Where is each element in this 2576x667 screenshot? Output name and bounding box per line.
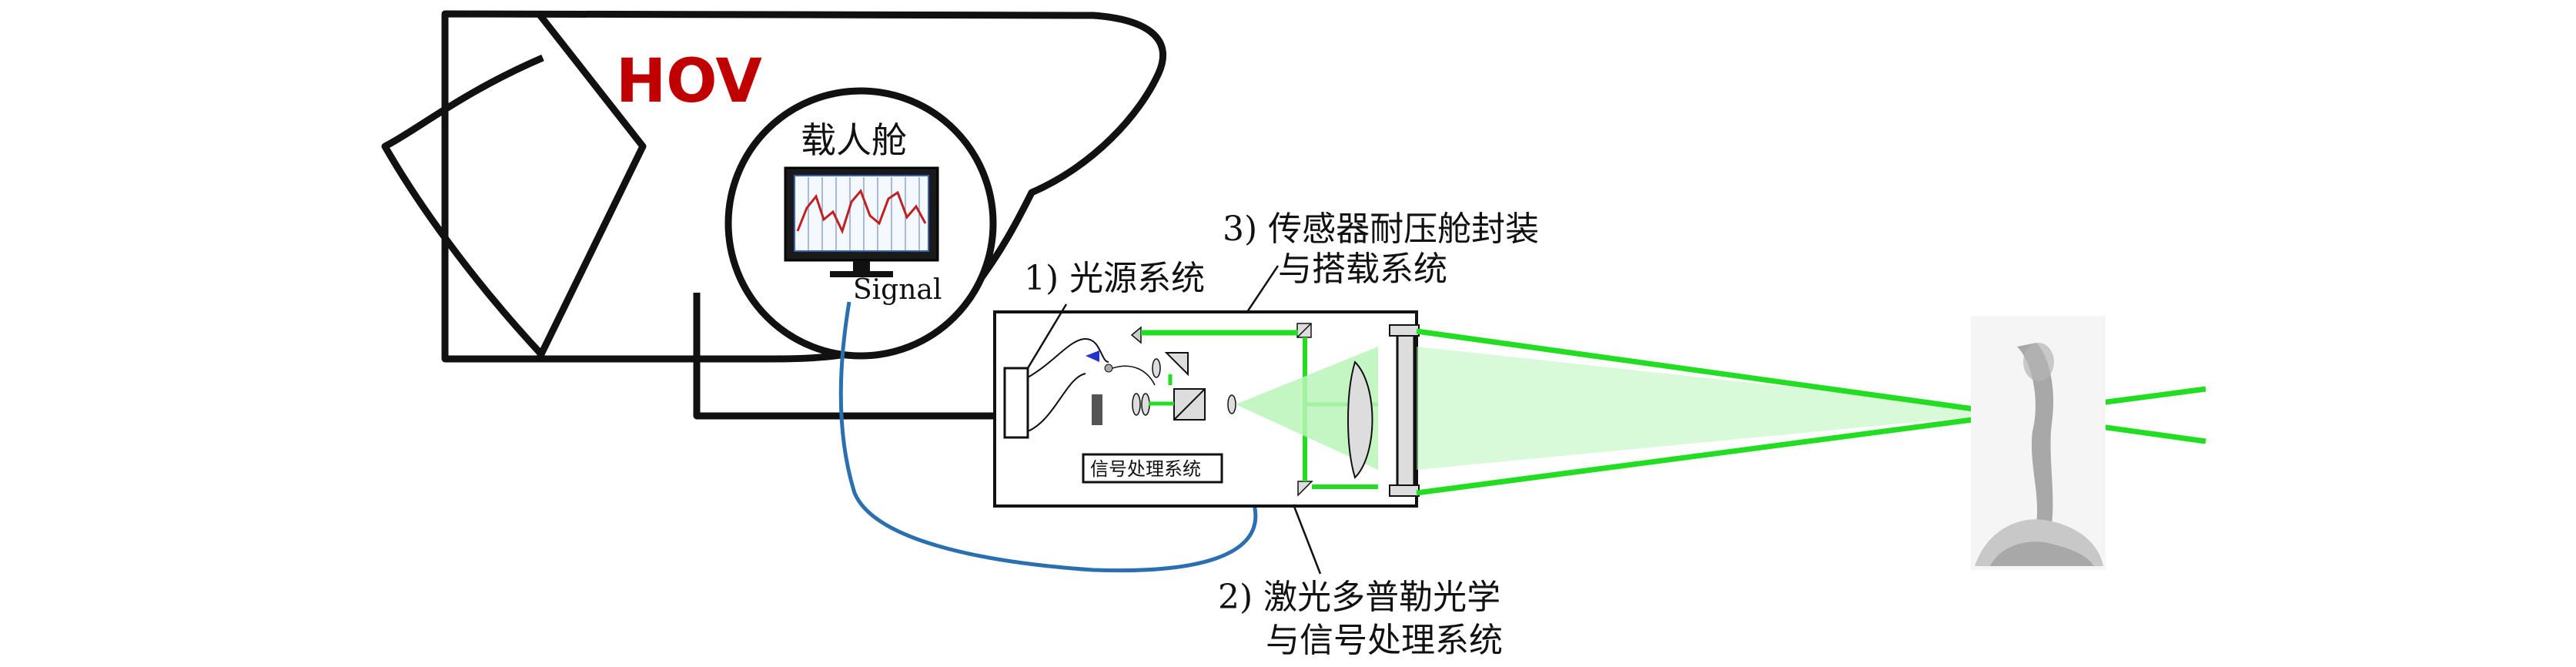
label-light-source: 1) 光源系统 <box>1024 259 1205 298</box>
prism-top <box>1164 352 1189 377</box>
lens-small-3 <box>1141 393 1150 416</box>
signal-waveform <box>796 189 927 235</box>
signal-label: Signal <box>853 274 942 306</box>
leader-lines <box>1026 265 1322 575</box>
signal-processing-box-label: 信号处理系统 <box>1090 458 1201 480</box>
detector-icon <box>1092 394 1102 425</box>
label-laser-doppler-1: 2) 激光多普勒光学 <box>1218 578 1500 617</box>
hov-skid <box>693 293 993 420</box>
signal-processing-box <box>1082 453 1223 484</box>
label-laser-doppler-2: 与信号处理系统 <box>1266 621 1503 660</box>
monitor-icon <box>784 166 939 277</box>
label-pressure-housing-1: 3) 传感器耐压舱封装 <box>1223 209 1539 249</box>
light-source-box <box>1003 367 1029 439</box>
hov-title: HOV <box>616 47 762 116</box>
collection-cone-outer <box>1417 347 2021 470</box>
optical-components <box>1027 323 1313 497</box>
hov-nose-arc <box>381 54 546 359</box>
label-pressure-housing-2: 与搭载系统 <box>1278 250 1447 289</box>
optical-window <box>1396 328 1416 493</box>
collection-cone-inner <box>1236 347 1378 470</box>
lens-small-1 <box>1152 358 1161 378</box>
lens-small-2 <box>1132 393 1141 416</box>
signal-cable <box>838 301 1258 573</box>
vent-plume-icon <box>1971 316 2106 570</box>
lens-small-4 <box>1227 394 1236 414</box>
laser-diode-icon <box>1086 350 1099 362</box>
cabin-label: 载人舱 <box>801 119 907 161</box>
large-lens <box>1347 360 1373 479</box>
hov-nose-cone <box>535 12 647 360</box>
